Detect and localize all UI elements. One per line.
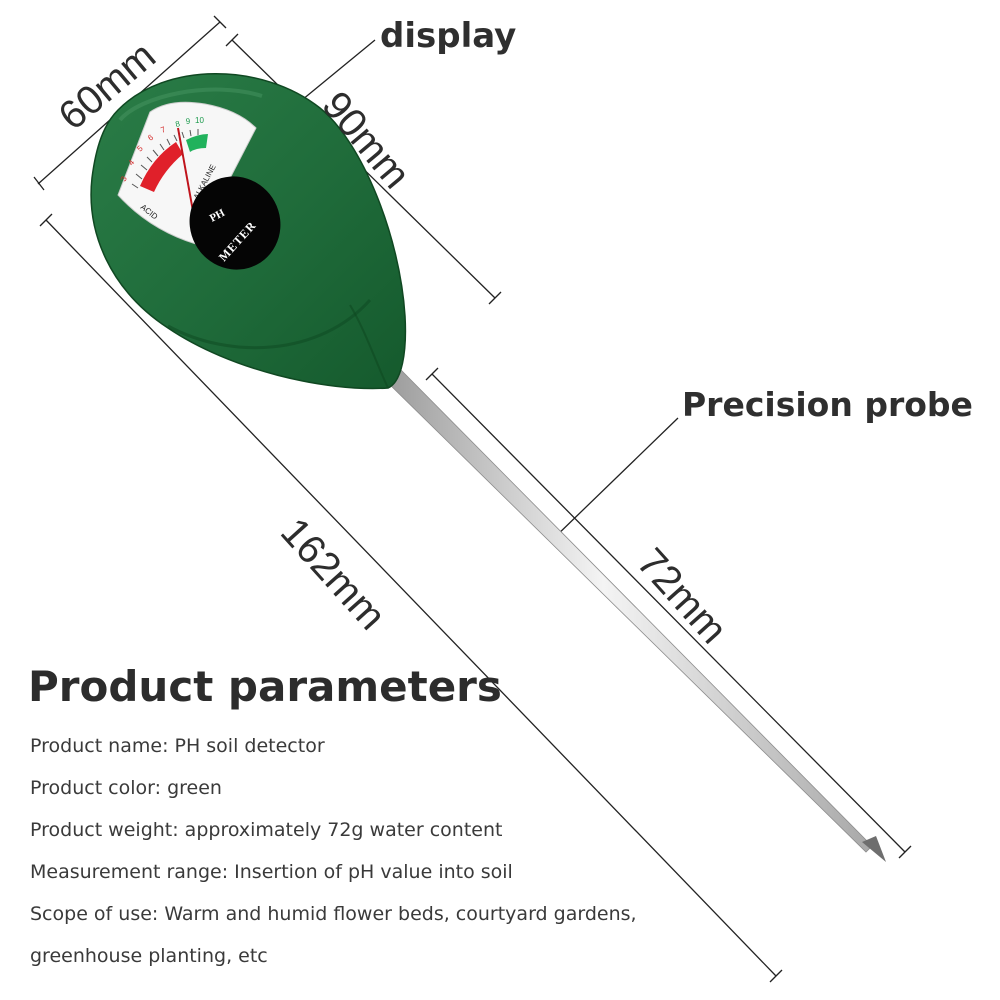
param-product-weight: Product weight: approximately 72g water … xyxy=(30,819,503,841)
scale-number: 8 xyxy=(175,119,182,129)
probe-tip xyxy=(862,836,886,862)
scale-number: 3 xyxy=(119,174,129,183)
param-scope-of-use: Scope of use: Warm and humid flower beds… xyxy=(30,903,637,925)
param-product-color: Product color: green xyxy=(30,777,222,799)
param-product-name: Product name: PH soil detector xyxy=(30,735,325,757)
scale-number: 6 xyxy=(146,132,155,142)
scale-number: 5 xyxy=(135,143,145,153)
scale-number: 7 xyxy=(159,125,167,135)
product-parameters: Product parameters Product name: PH soil… xyxy=(28,662,668,977)
total-length-dimension-line xyxy=(45,219,777,977)
scale-number: 4 xyxy=(126,158,136,167)
probe-callout-label: Precision probe xyxy=(682,385,973,424)
ph-meter-badge: PH METER xyxy=(189,176,281,270)
scale-number: 9 xyxy=(185,117,191,126)
acid-band xyxy=(140,142,183,192)
param-measurement-range: Measurement range: Insertion of pH value… xyxy=(30,861,513,883)
display-callout-label: display xyxy=(380,16,517,56)
parameters-title: Product parameters xyxy=(28,662,502,711)
alkaline-band xyxy=(186,134,208,152)
probe-leader-line xyxy=(551,417,679,541)
scale-number: 10 xyxy=(195,116,204,125)
param-scope-of-use-continued: greenhouse planting, etc xyxy=(30,945,268,967)
probe-length-dimension-line xyxy=(431,373,906,853)
